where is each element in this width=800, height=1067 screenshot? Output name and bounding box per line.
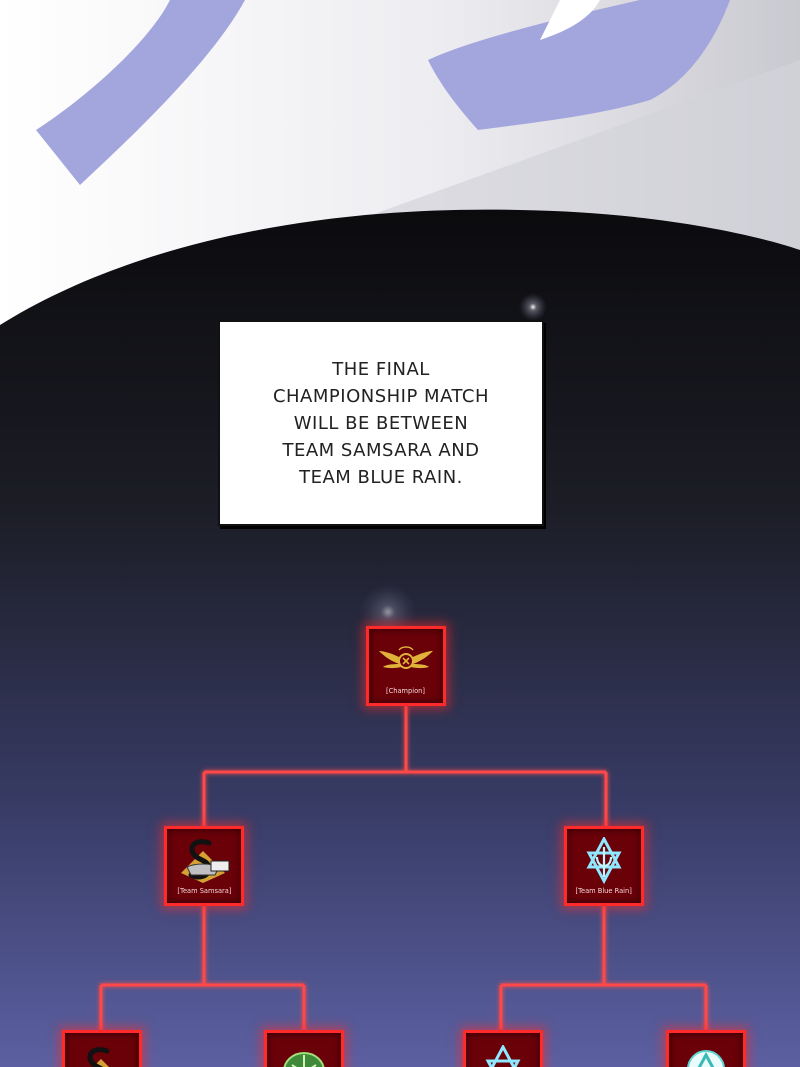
purple-stroke-left	[36, 0, 245, 185]
semifinal-node-4	[666, 1030, 746, 1067]
samsara-s-icon	[181, 839, 230, 883]
finalist-node-samsara: [Team Samsara]	[164, 826, 244, 906]
finalist-node-blue-rain: [Team Blue Rain]	[564, 826, 644, 906]
champion-node: [Champion]	[366, 626, 446, 706]
teal-triangle-icon	[687, 1050, 725, 1067]
narration-caption-box: THE FINAL CHAMPIONSHIP MATCH WILL BE BET…	[218, 320, 544, 526]
semifinal-node-2	[264, 1030, 344, 1067]
blue-rain-star-icon	[485, 1045, 521, 1067]
samsara-s-icon	[87, 1047, 110, 1067]
semifinal-node-1	[62, 1030, 142, 1067]
green-leaf-icon	[283, 1052, 325, 1067]
narration-text: THE FINAL CHAMPIONSHIP MATCH WILL BE BET…	[272, 358, 490, 488]
semifinal-node-3	[463, 1030, 543, 1067]
blue-rain-star-icon	[586, 837, 622, 885]
champion-label: [Champion]	[386, 687, 426, 695]
purple-stroke-right	[428, 0, 730, 130]
finalist-label-blue-rain: [Team Blue Rain]	[575, 887, 633, 895]
stroke-gap	[540, 0, 600, 40]
winged-crest-icon	[379, 646, 433, 669]
finalist-label-samsara: [Team Samsara]	[176, 887, 232, 895]
star-glow	[519, 293, 547, 321]
bracket-lines	[99, 705, 708, 1032]
